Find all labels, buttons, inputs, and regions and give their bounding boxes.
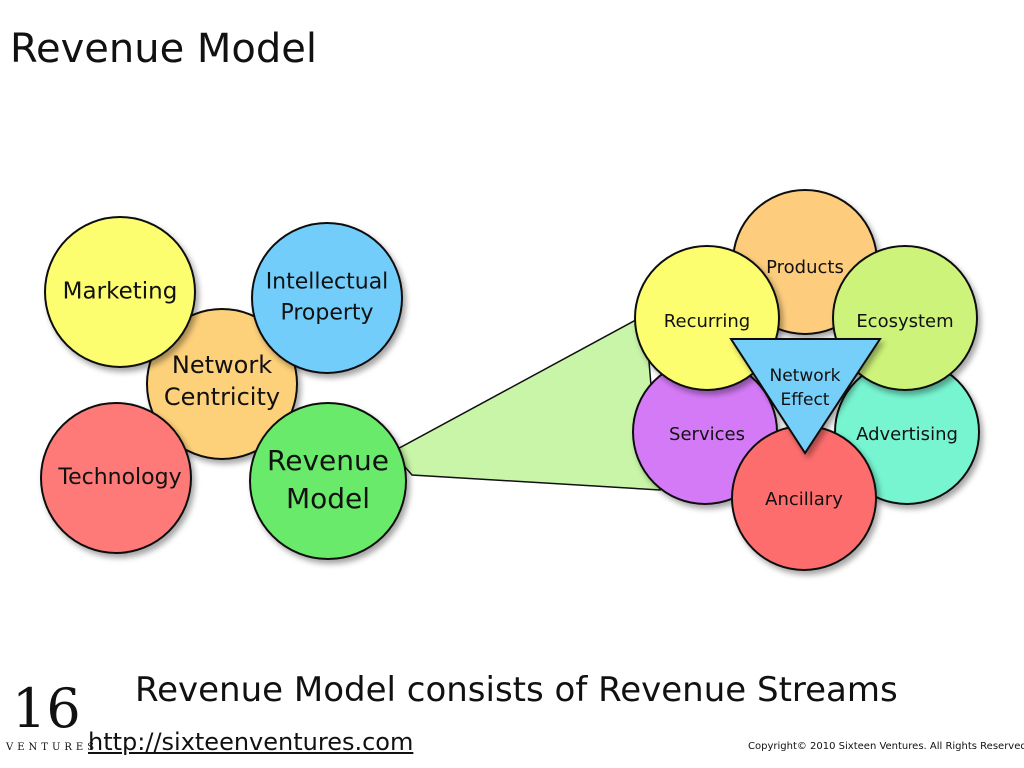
recurring-circle-label: Recurring (664, 311, 750, 332)
ancillary-circle-label: Ancillary (765, 489, 843, 510)
logo-word: VENTURES (6, 742, 99, 753)
ecosystem-circle-label: Ecosystem (856, 311, 953, 332)
connector-wedge (390, 313, 661, 491)
services-circle-label: Services (669, 424, 745, 445)
network-effect-label: Network (770, 366, 841, 386)
network-effect-shape (729, 338, 882, 455)
sixteen-ventures-logo: 16 VENTURES (6, 677, 94, 763)
marketing-circle-shape (44, 216, 196, 368)
technology-circle-shape (40, 402, 192, 554)
slide-subtitle: Revenue Model consists of Revenue Stream… (135, 670, 898, 710)
revenue-model-circle-label: Revenue (267, 444, 389, 477)
intellectual-property-circle-shape (251, 222, 403, 374)
logo-number: 16 (12, 677, 81, 740)
technology-circle-label: Technology (57, 465, 181, 490)
marketing-circle: Marketing (44, 216, 196, 368)
advertising-circle: Advertising (834, 359, 980, 505)
network-effect-label: Effect (781, 390, 830, 410)
copyright-notice: Copyright© 2010 Sixteen Ventures. All Ri… (748, 741, 1024, 752)
revenue-model-circle-shape (249, 402, 407, 560)
advertising-circle-label: Advertising (856, 424, 958, 445)
marketing-circle-label: Marketing (63, 279, 178, 305)
ancillary-circle: Ancillary (731, 425, 877, 571)
revenue-model-circle-label: Model (286, 482, 370, 515)
network-centricity-circle-label: Centricity (164, 383, 280, 411)
network-centricity-circle-label: Network (172, 351, 272, 379)
intellectual-property-circle-label: Property (280, 301, 373, 326)
technology-circle: Technology (40, 402, 192, 554)
slide-title: Revenue Model (10, 26, 318, 72)
website-link[interactable]: http://sixteenventures.com (88, 728, 414, 756)
network-centricity-circle-shape (146, 308, 298, 460)
products-circle-label: Products (766, 257, 844, 278)
intellectual-property-circle-label: Intellectual (266, 270, 389, 295)
